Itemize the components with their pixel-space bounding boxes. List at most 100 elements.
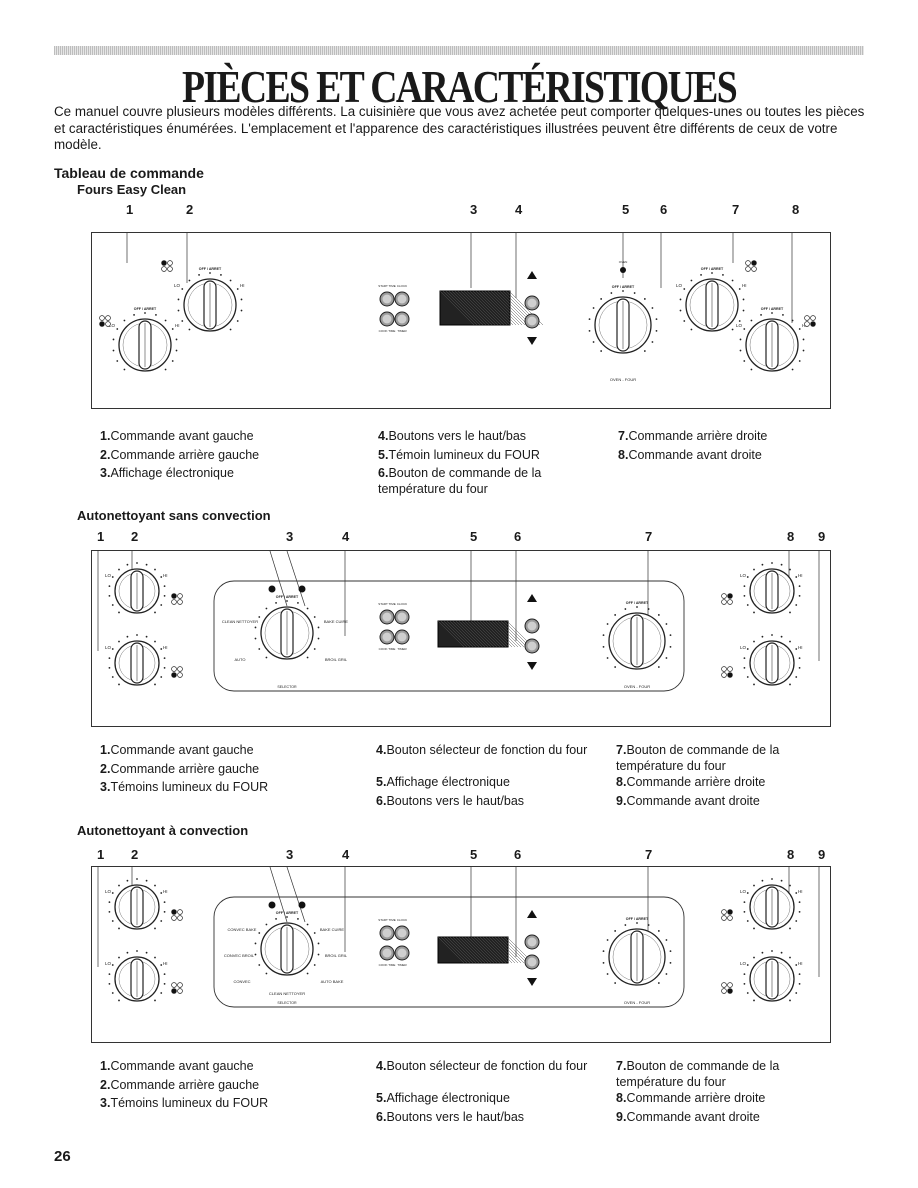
tick-dot [789, 927, 791, 930]
tick-dot [209, 272, 211, 274]
tick-dot [636, 606, 638, 608]
tick-dot [171, 360, 174, 362]
display-hatch [460, 290, 496, 326]
label-selector: SELECTOR [277, 1001, 297, 1005]
tick-dot [154, 568, 156, 571]
down-arrow-icon [527, 662, 537, 670]
caption-item: 9.Commande avant droite [616, 793, 760, 808]
tick-dot [154, 927, 156, 930]
indicator-dot [727, 672, 733, 678]
tick-dot [163, 594, 166, 597]
display-hatch [454, 290, 490, 326]
tick-dot [789, 683, 791, 686]
caption-item: 5.Témoin lumineux du FOUR [378, 447, 540, 462]
indicator-dot [171, 666, 177, 672]
display-hatch [464, 620, 492, 648]
indicator-dot [171, 599, 177, 605]
tick-dot [136, 634, 138, 636]
indicator-dot [177, 909, 183, 915]
display-hatch [457, 290, 493, 326]
tick-dot [275, 602, 277, 604]
indicator-dot [721, 982, 727, 988]
tick-dot [136, 878, 138, 880]
knob-label-off: OFF / ARRET [612, 285, 635, 289]
tick-dot [780, 635, 783, 638]
tick-dot [164, 319, 167, 322]
tick-dot [160, 920, 163, 922]
callout-leader [286, 550, 306, 607]
knob-label-lo: LO [174, 283, 181, 288]
tick-dot [655, 330, 658, 332]
tick-dot [739, 338, 742, 341]
tick-dot [679, 309, 682, 312]
tick-dot [657, 614, 660, 616]
tick-dot [163, 901, 166, 904]
label-timer: TIMER [397, 963, 407, 967]
tick-dot [592, 341, 595, 343]
tick-dot [647, 924, 650, 926]
tick-dot [240, 309, 243, 312]
button-highlight [527, 957, 537, 967]
button-highlight [527, 298, 537, 308]
tick-dot [614, 614, 617, 616]
tick-dot [780, 951, 783, 954]
callout-number: 2 [131, 847, 139, 862]
caption-item: 1.Commande avant gauche [100, 743, 254, 757]
display-hatch [473, 620, 501, 648]
tick-dot [160, 964, 163, 966]
burner-indicator-icon [171, 982, 183, 994]
tick-dot [761, 635, 764, 638]
knob-label-hi: HI [802, 323, 807, 328]
display-hatch [463, 290, 499, 326]
tick-dot [275, 918, 277, 920]
indicator-dot [810, 315, 816, 321]
tick-dot [258, 964, 261, 966]
label-bake: BAKE CUIRE [324, 619, 349, 624]
caption-item: 6.Boutons vers le haut/bas [376, 1109, 525, 1124]
callout-number: 3 [286, 529, 294, 544]
tick-dot [743, 666, 746, 669]
knob-label-hi: HI [175, 323, 180, 328]
label-convec: CONVEC [233, 979, 250, 984]
up-arrow-icon [527, 910, 537, 918]
knob-label-hi: HI [163, 573, 168, 578]
tick-dot [746, 576, 749, 578]
tick-dot [126, 635, 129, 638]
caption-item: 6.Boutons vers le haut/bas [376, 793, 525, 808]
knob-label-hi: HI [163, 889, 168, 894]
knob-label-off: OFF / ARRET [276, 911, 299, 915]
indicator-dot [721, 988, 727, 994]
tick-dot [111, 964, 114, 966]
label-convec-bake: CONVEC BAKE [228, 927, 257, 932]
tick-dot [229, 328, 232, 331]
indicator-dot [727, 593, 733, 599]
label-oven-four: OVEN - FOUR [624, 1000, 650, 1005]
label-clock: CLOCK [397, 918, 407, 922]
knob-label-lo: LO [105, 645, 112, 650]
callout-number: 6 [660, 202, 668, 217]
display-hatch [475, 290, 511, 326]
display-hatch [464, 936, 492, 964]
indicator-dot [727, 915, 733, 921]
display-hatch [461, 620, 489, 648]
knob-label-lo: LO [740, 573, 747, 578]
indicator-dot [171, 982, 177, 988]
tick-dot [753, 999, 755, 1002]
tick-dot [297, 918, 299, 920]
up-arrow-icon [527, 594, 537, 602]
display-hatch [445, 290, 481, 326]
tick-dot [739, 349, 742, 352]
caption-item: 8.Commande arrière droite [616, 775, 766, 790]
tick-dot [265, 972, 268, 975]
caption-item: 2.Commande arrière gauche [100, 1077, 260, 1092]
tick-dot [317, 942, 320, 945]
button-highlight [382, 294, 392, 304]
clean-light-icon [268, 901, 276, 909]
tick-dot [791, 368, 794, 371]
tick-dot [669, 962, 672, 964]
callout-number: 9 [818, 847, 826, 862]
indicator-dot [810, 321, 816, 327]
display-hatch [470, 620, 498, 648]
tick-dot [163, 910, 166, 913]
